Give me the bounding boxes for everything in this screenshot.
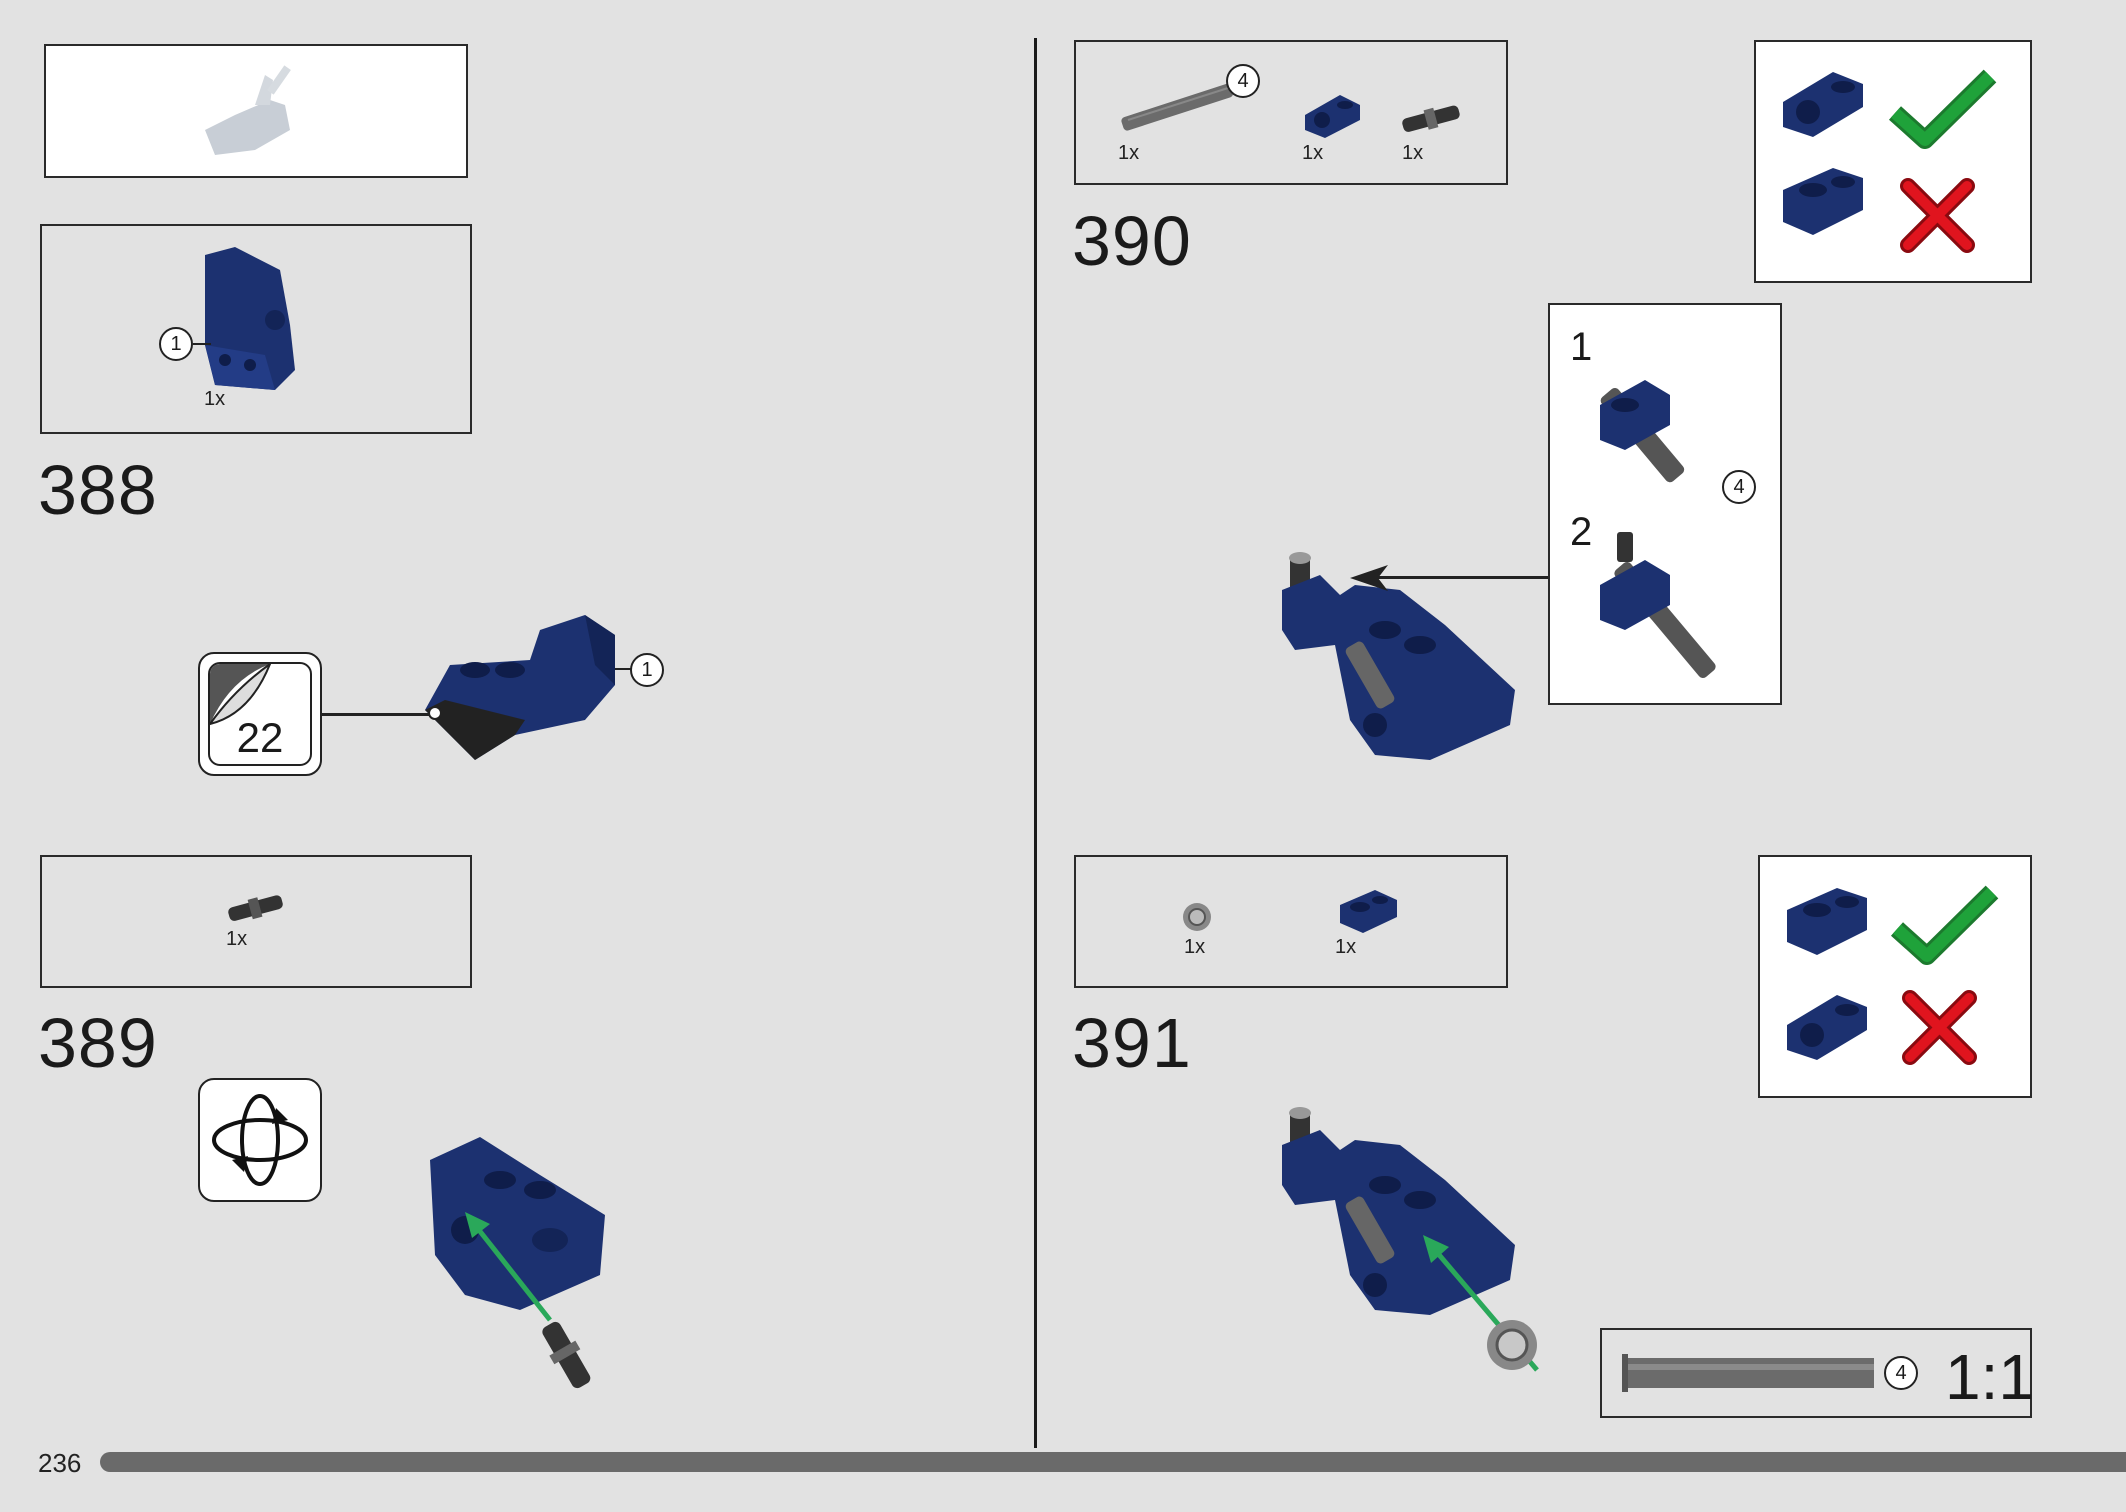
grey-axle-icon	[1121, 83, 1234, 131]
sticker-peel-icon	[210, 664, 272, 726]
progress-bar	[100, 1452, 2126, 1472]
page-divider	[1034, 38, 1037, 1448]
black-pin-model-icon	[542, 1321, 591, 1389]
sticker-badge: 22	[198, 652, 322, 776]
red-cross-icon	[1902, 990, 1977, 1065]
sub-step-pointer-arrowhead	[1350, 565, 1388, 591]
axle-scale-icon	[1622, 1354, 1874, 1392]
sub-steps-box-390	[1548, 303, 1782, 705]
step-390-pin-qty: 1x	[1402, 142, 1424, 164]
step-390-assembly-model	[1282, 552, 1515, 760]
step-number-391: 391	[1072, 1004, 1192, 1082]
sub-step-pointer-line	[1375, 576, 1548, 579]
green-check-icon	[1888, 69, 1997, 149]
blue-connector-wrong-icon	[1787, 995, 1867, 1060]
page-number: 236	[38, 1448, 82, 1478]
step-388-model-callout: 1	[630, 653, 664, 687]
sticker-label: 22	[236, 714, 284, 761]
blue-connector-icon	[1305, 95, 1360, 138]
step-388-parts-box	[40, 224, 472, 434]
blue-connector-icon	[1340, 890, 1397, 933]
step-391-assembly-model	[1282, 1107, 1515, 1315]
blue-connector-wrong-icon	[1783, 168, 1863, 235]
sub-step-1-model	[1600, 380, 1685, 483]
step-391-parts-box	[1074, 855, 1508, 988]
callout-line	[193, 343, 211, 345]
sticker-line	[322, 713, 442, 716]
step-389-part-qty: 1x	[226, 928, 248, 950]
step-391-bush-qty: 1x	[1184, 936, 1206, 958]
step-391-connector-qty: 1x	[1335, 936, 1357, 958]
sub-step-2-model	[1600, 532, 1716, 679]
sub-step-number-2: 2	[1570, 510, 1593, 554]
insert-arrow-icon	[465, 1212, 552, 1322]
step-389-parts-box	[40, 855, 472, 988]
step-390-connector-qty: 1x	[1302, 142, 1324, 164]
step-390-axle-callout: 4	[1226, 64, 1260, 98]
grey-bush-icon	[1183, 903, 1211, 931]
step-390-axle-qty: 1x	[1118, 142, 1140, 164]
grey-bush-model-icon	[1487, 1320, 1537, 1370]
blue-connector-correct-icon	[1783, 72, 1863, 137]
step-number-389: 389	[38, 1004, 158, 1082]
step-number-390: 390	[1072, 202, 1192, 280]
scale-box	[1600, 1328, 2032, 1418]
scale-label: 1:1	[1945, 1341, 2034, 1413]
step-390-parts-box	[1074, 40, 1508, 185]
rotate-model-icon	[212, 1094, 308, 1186]
step-388-part-qty: 1x	[204, 388, 226, 410]
sticker-inner	[208, 662, 312, 766]
step-number-388: 388	[38, 451, 158, 529]
step-388-assembly-model	[425, 615, 615, 760]
sub-step-1-callout: 4	[1722, 470, 1756, 504]
black-pin-icon	[1402, 105, 1460, 132]
red-cross-icon	[1900, 178, 1975, 253]
step-388-part-callout: 1	[159, 327, 193, 361]
blue-panel-part-icon	[205, 247, 295, 390]
blue-connector-correct-icon	[1787, 888, 1867, 955]
scale-callout: 4	[1884, 1356, 1918, 1390]
rotate-model-badge	[198, 1078, 322, 1202]
black-pin-icon	[228, 895, 283, 921]
green-check-icon	[1890, 885, 1999, 965]
sub-step-number-1: 1	[1570, 325, 1593, 369]
previous-assembly-ghost-icon	[205, 65, 291, 155]
